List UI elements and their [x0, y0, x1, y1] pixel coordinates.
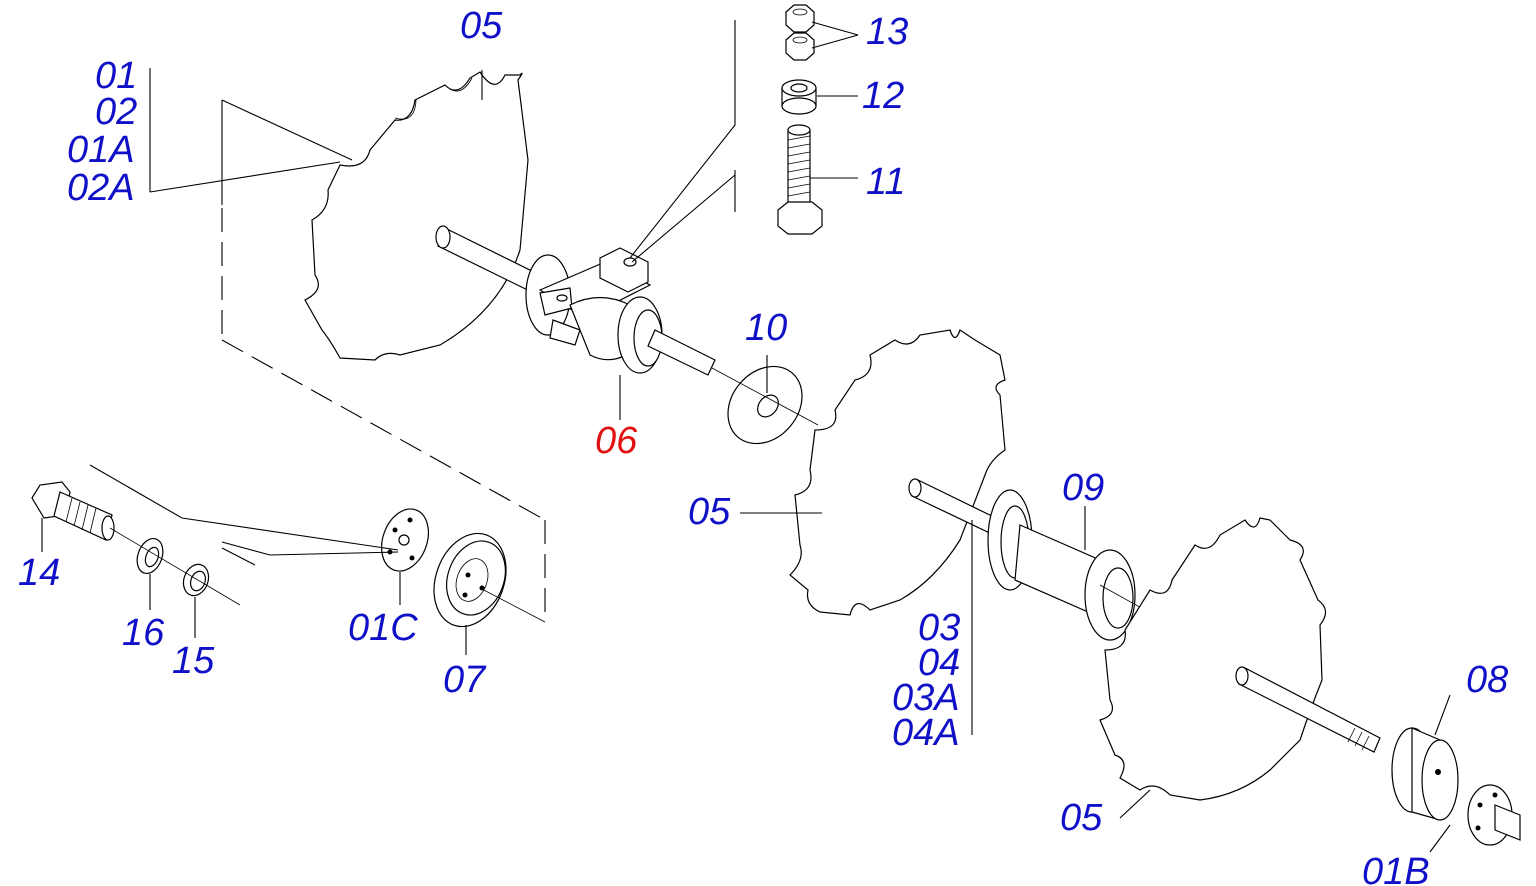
hub-08: [1391, 727, 1459, 821]
label-05-mid: 05: [688, 491, 731, 533]
disc-05-top: [304, 71, 529, 361]
label-05-top: 05: [460, 5, 503, 47]
label-16: 16: [122, 612, 165, 654]
label-11: 11: [866, 161, 905, 203]
flange-01B: [1467, 784, 1521, 846]
label-05-bot: 05: [1060, 797, 1103, 839]
label-13: 13: [866, 11, 908, 53]
disc-05-mid: [789, 329, 1081, 616]
label-04: 04: [918, 642, 960, 684]
part-labels: 05 01 02 01A 02A 13 12 11 10 06 05 09 03…: [18, 5, 1508, 886]
disc-05-bot: [1099, 517, 1381, 801]
leader-lines: [41, 20, 1451, 853]
label-04A: 04A: [892, 712, 960, 754]
label-12: 12: [862, 75, 904, 117]
bolt-11: [777, 124, 823, 235]
label-01B: 01B: [1362, 851, 1430, 886]
flange-01C: [381, 508, 429, 572]
washer-16: [136, 537, 164, 575]
washer-15: [182, 563, 210, 597]
label-08: 08: [1466, 659, 1508, 701]
label-14: 14: [18, 552, 60, 594]
label-01A: 01A: [67, 129, 135, 171]
bearing-assembly-06: [435, 225, 716, 376]
label-03A: 03A: [892, 677, 960, 719]
label-10: 10: [745, 307, 787, 349]
label-03: 03: [918, 607, 960, 649]
bolt-14: [31, 481, 115, 541]
washer-10: [727, 365, 803, 445]
nuts-13: [785, 4, 815, 61]
spacer-12: [781, 79, 817, 115]
label-15: 15: [172, 640, 215, 682]
label-07: 07: [443, 659, 487, 701]
spool-09: [987, 489, 1146, 641]
label-01: 01: [95, 55, 137, 97]
hub-07: [433, 532, 507, 628]
label-02A: 02A: [67, 167, 135, 209]
label-06: 06: [595, 420, 638, 462]
label-02: 02: [95, 91, 137, 133]
label-09: 09: [1062, 467, 1104, 509]
label-01C: 01C: [348, 607, 418, 649]
